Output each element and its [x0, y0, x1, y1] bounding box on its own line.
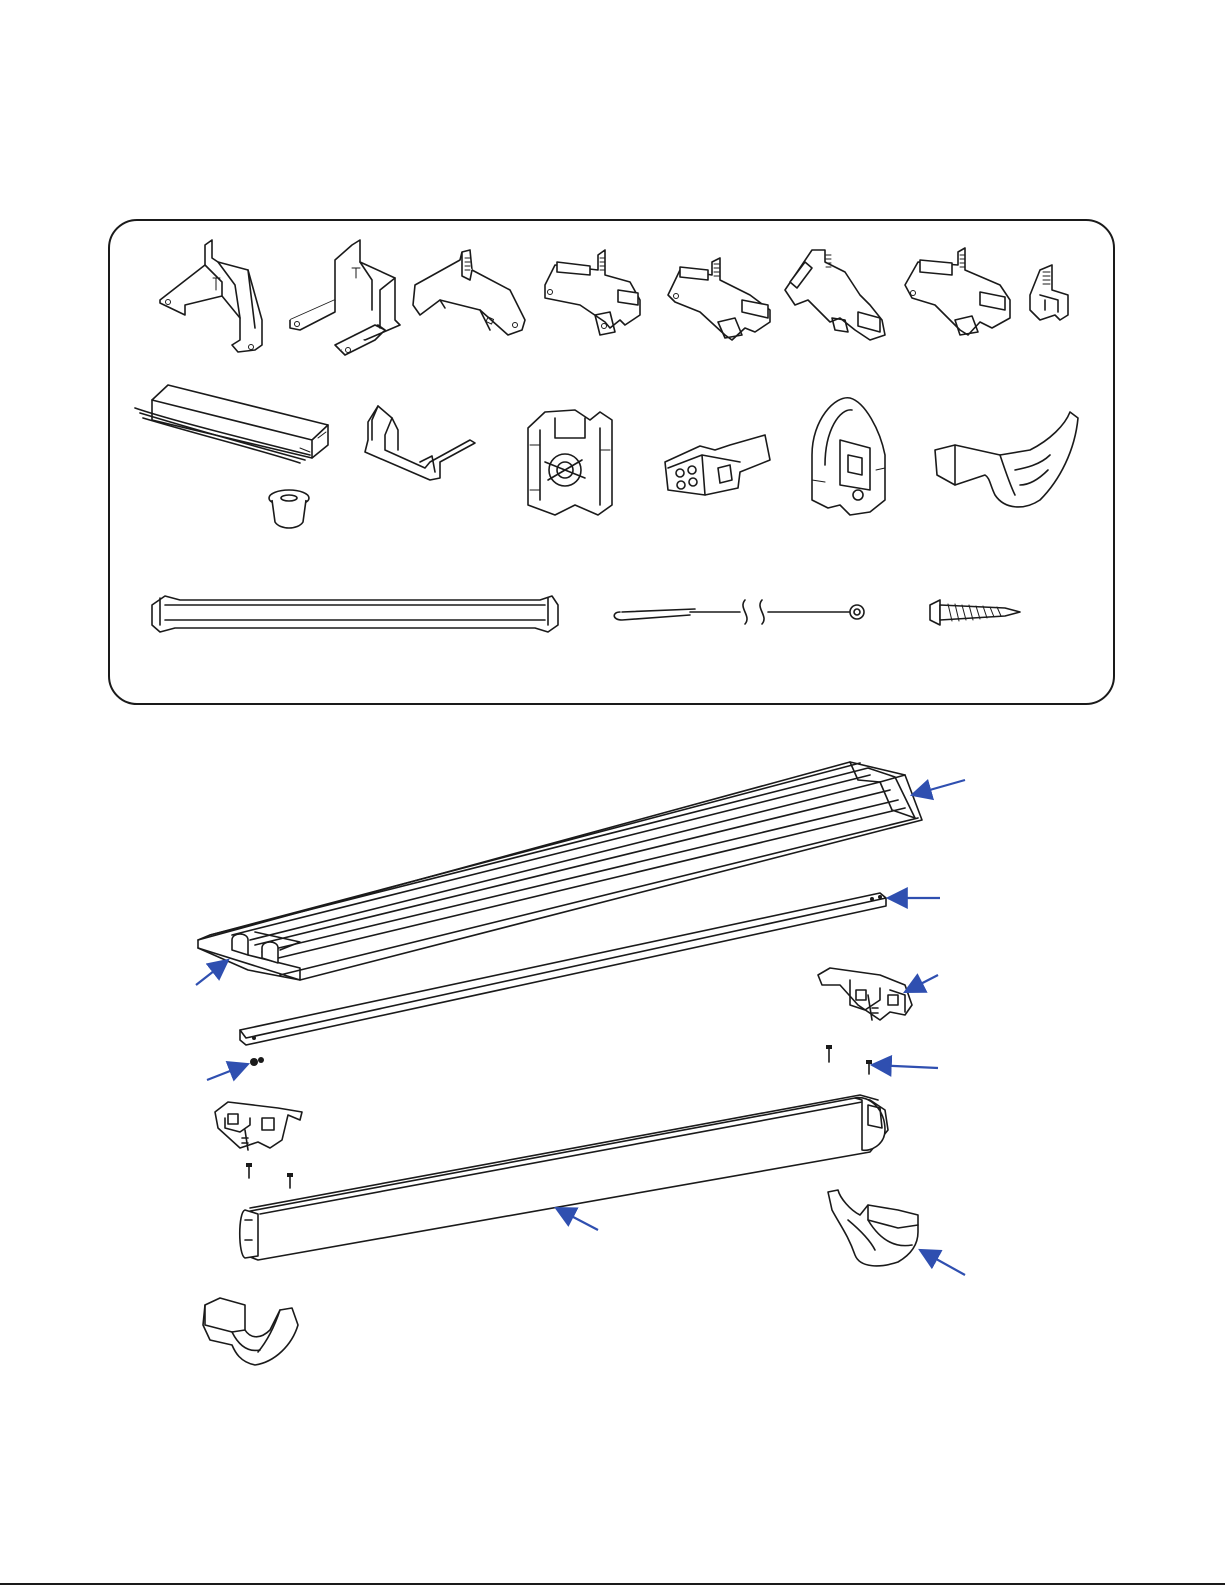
socket-bracket-right	[818, 968, 912, 1020]
callout-screw	[872, 1065, 938, 1068]
lamp-holder-icon	[528, 410, 612, 515]
callout-lens	[556, 1208, 598, 1230]
lens	[240, 1095, 888, 1260]
socket-cover-icon	[812, 398, 885, 515]
socket-bracket-b-icon	[668, 258, 770, 340]
callout-nut	[207, 1064, 248, 1080]
screw-right-a	[826, 1045, 832, 1062]
callout-housing-corner	[196, 960, 228, 985]
mounting-bracket-a-icon	[160, 240, 262, 352]
grommet-icon	[269, 490, 309, 528]
socket-bracket-left	[215, 1102, 302, 1150]
end-cap-left	[203, 1298, 298, 1365]
spring-clip-icon	[365, 406, 475, 480]
nut	[250, 1057, 264, 1066]
end-cap-right	[828, 1190, 918, 1266]
small-bracket-icon	[1030, 265, 1068, 320]
socket-bracket-a-icon	[545, 250, 640, 335]
screw-right-b	[866, 1060, 872, 1074]
safety-cable-icon	[614, 600, 864, 624]
lens-diffuser-icon	[152, 596, 558, 632]
socket-bracket-d-icon	[905, 248, 1010, 335]
screw-left-a	[246, 1163, 252, 1178]
end-cap-icon	[935, 412, 1078, 507]
callout-end-cap	[920, 1250, 965, 1275]
socket-bracket-c-icon	[785, 250, 885, 340]
self-drilling-screw-icon	[930, 600, 1020, 625]
mounting-bracket-b-icon	[290, 240, 400, 355]
fixture-housing	[198, 762, 922, 980]
mounting-bracket-c-icon	[413, 250, 525, 335]
screw-left-b	[287, 1173, 293, 1188]
callout-socket-bracket	[905, 975, 938, 992]
callout-housing-end	[912, 780, 965, 795]
ballast-icon	[135, 385, 328, 463]
wire-connector-icon	[665, 435, 770, 495]
